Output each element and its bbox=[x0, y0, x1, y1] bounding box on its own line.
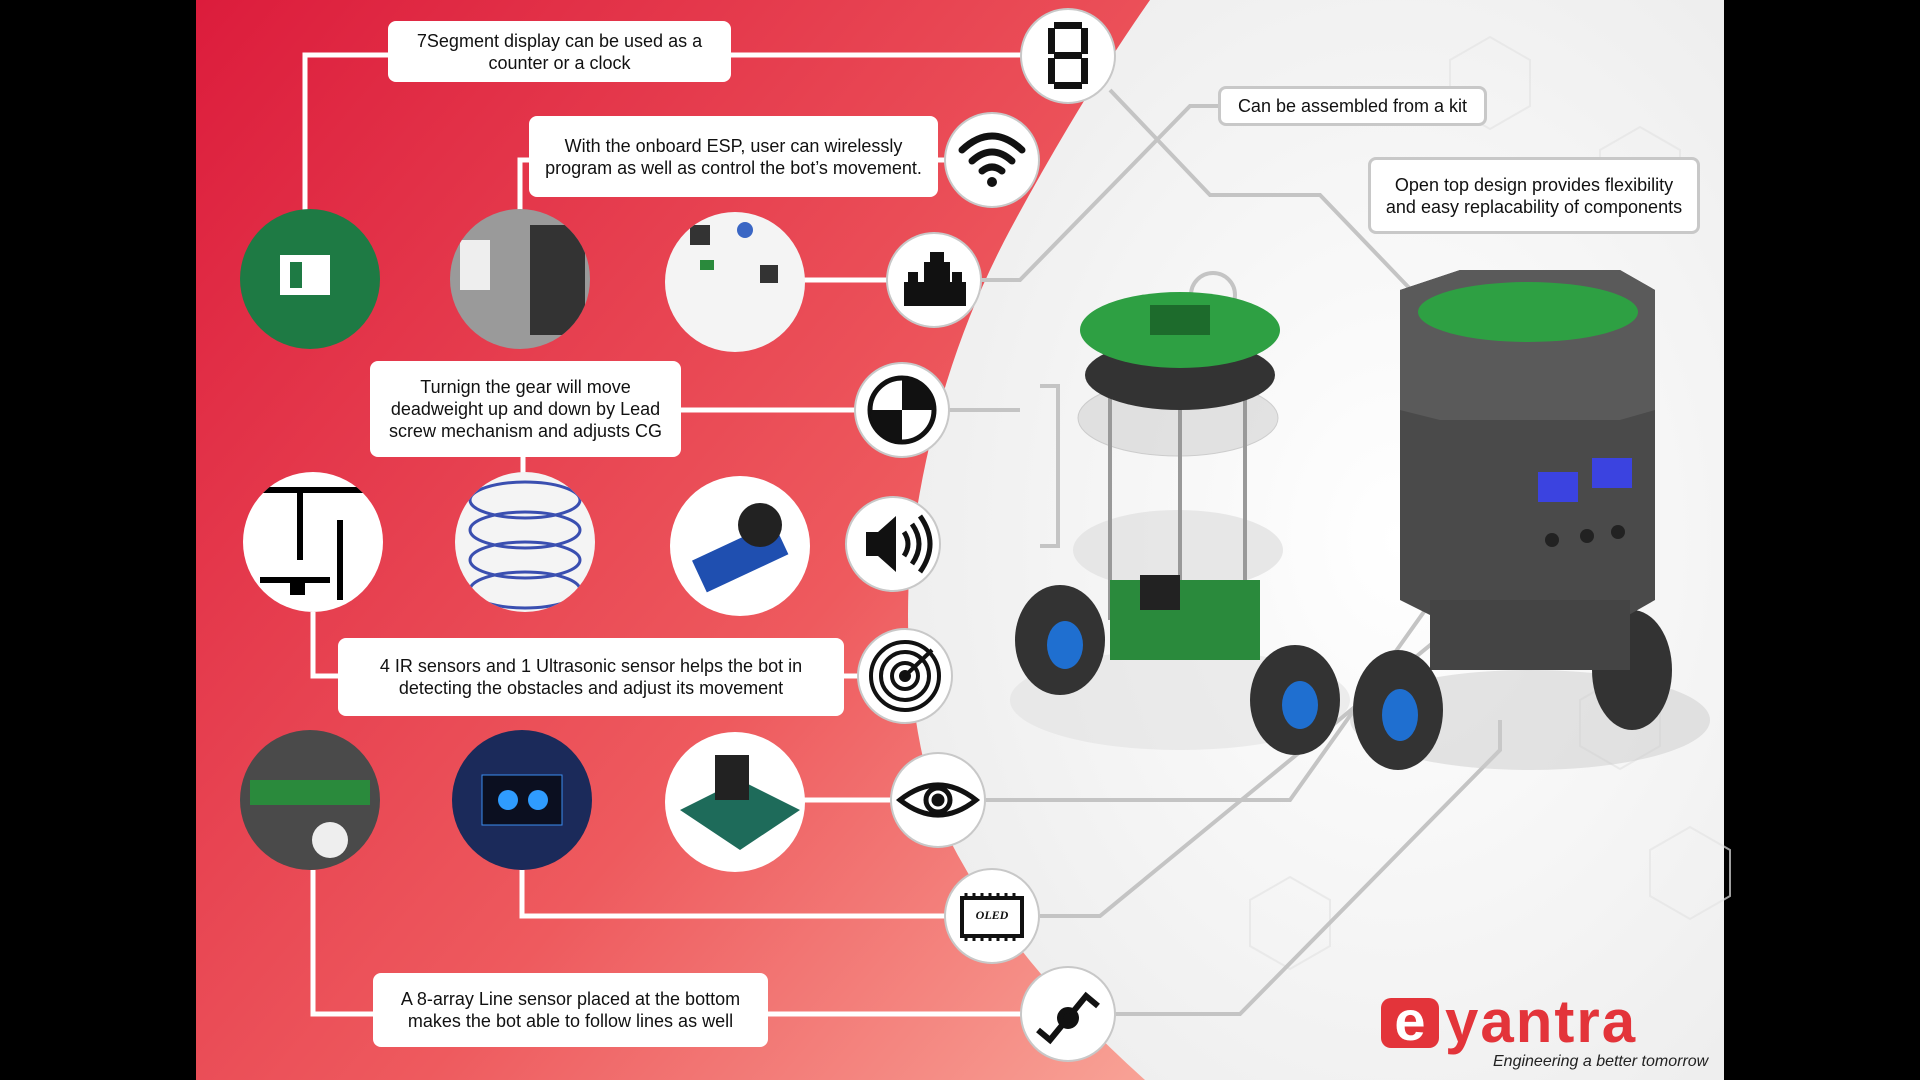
wifi-icon bbox=[958, 132, 1026, 187]
logo-wordmark: yantra bbox=[1445, 988, 1638, 1055]
callout-kit-assembly: Can be assembled from a kit bbox=[1218, 86, 1487, 126]
photo-kit-parts bbox=[665, 212, 805, 352]
line-follower-icon bbox=[1036, 991, 1100, 1045]
photo-line-sensor bbox=[240, 730, 380, 870]
callout-open-top: Open top design provides flexibility and… bbox=[1368, 157, 1700, 234]
photo-buzzer-module bbox=[670, 476, 810, 616]
oled-icon-label: OLED bbox=[975, 908, 1009, 922]
callout-sensors: 4 IR sensors and 1 Ultrasonic sensor hel… bbox=[338, 638, 844, 716]
eye-icon bbox=[895, 782, 981, 818]
callout-seven-segment: 7Segment display can be used as a counte… bbox=[388, 21, 731, 82]
callout-gear-cg: Turnign the gear will move deadweight up… bbox=[370, 361, 681, 457]
photo-seven-segment-pcb bbox=[240, 209, 380, 349]
photo-maze-map bbox=[243, 472, 383, 612]
connector-lines bbox=[302, 52, 1022, 1017]
callout-line-sensor: A 8-array Line sensor placed at the bott… bbox=[373, 973, 768, 1047]
logo-tagline: Engineering a better tomorrow bbox=[1493, 1053, 1709, 1070]
oled-icon bbox=[960, 893, 1024, 941]
building-block-icon bbox=[904, 252, 966, 306]
logo-mark: e bbox=[1381, 998, 1439, 1048]
radar-icon bbox=[869, 640, 941, 712]
robot-render-open bbox=[1010, 292, 1350, 755]
photo-gear-wireframe bbox=[455, 472, 595, 612]
photo-camera-module bbox=[665, 732, 805, 872]
robot-render-enclosed bbox=[1350, 270, 1710, 770]
center-of-gravity-icon bbox=[867, 375, 937, 445]
seven-segment-icon bbox=[1048, 22, 1088, 89]
photo-phone-control bbox=[450, 209, 590, 349]
callout-esp-wireless: With the onboard ESP, user can wirelessl… bbox=[529, 116, 938, 197]
photo-oled-eyes bbox=[452, 730, 592, 870]
eyantra-logo: e yantra Engineering a better tomorrow bbox=[1381, 988, 1711, 1076]
speaker-icon bbox=[866, 514, 933, 574]
